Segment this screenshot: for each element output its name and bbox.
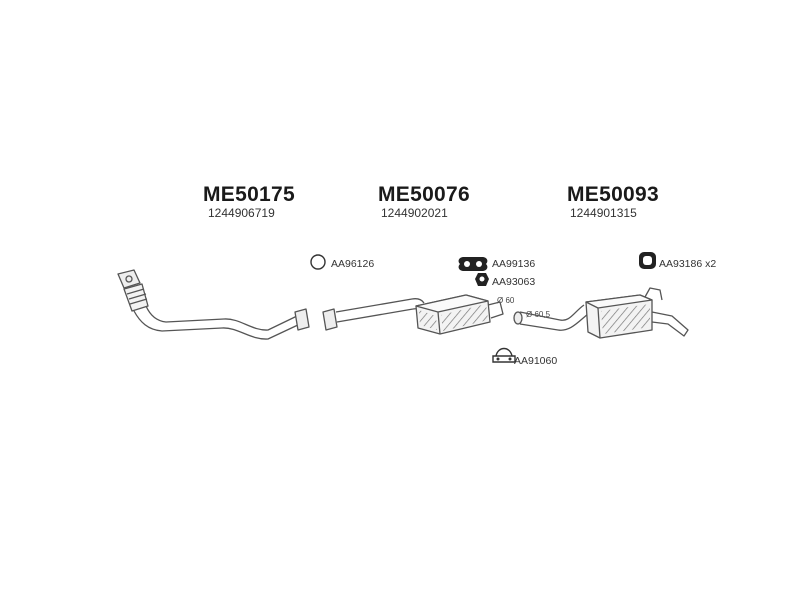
accessory-quantity: x2 [705,258,717,270]
oem-number-front-pipe: 1244906719 [208,206,275,220]
oem-number-middle-silencer: 1244902021 [381,206,448,220]
accessory-code-clamp: AA91060 [514,355,558,367]
tailpipe [651,311,689,337]
part-number-middle-silencer: ME50076 [378,183,470,206]
accessory-code-flange-gasket: AA99136 [492,258,536,270]
rear-hanger-bracket [644,287,663,301]
diameter-label-middle: Ø 60 [497,296,515,305]
accessory-code-ring-gasket: AA96126 [331,258,375,270]
inlet-flange [117,269,141,289]
flex-section [123,283,149,312]
rear-silencer-box [585,294,653,339]
rubber-hanger-icon [639,252,656,269]
inlet-flange-middle [322,308,338,331]
outlet-flange-front [294,308,310,331]
inlet-end-rear [513,311,523,325]
accessory-code-rubber-mount: AA93063 [492,276,536,288]
front-pipe [117,269,310,340]
rubber-mount-icon [475,273,489,286]
part-number-front-pipe: ME50175 [203,183,295,206]
middle-silencer-assembly [322,294,504,335]
accessory-code-hanger: AA93186 x2 [659,258,717,270]
u-clamp-icon [492,347,516,363]
part-number-rear-silencer: ME50093 [567,183,659,206]
rear-silencer-assembly [513,287,689,339]
diameter-label-rear: Ø 60,5 [526,310,551,319]
oem-number-rear-silencer: 1244901315 [570,206,637,220]
middle-silencer-box [415,294,491,335]
figure-eight-gasket-icon [458,257,488,271]
ring-gasket-icon [310,254,326,270]
